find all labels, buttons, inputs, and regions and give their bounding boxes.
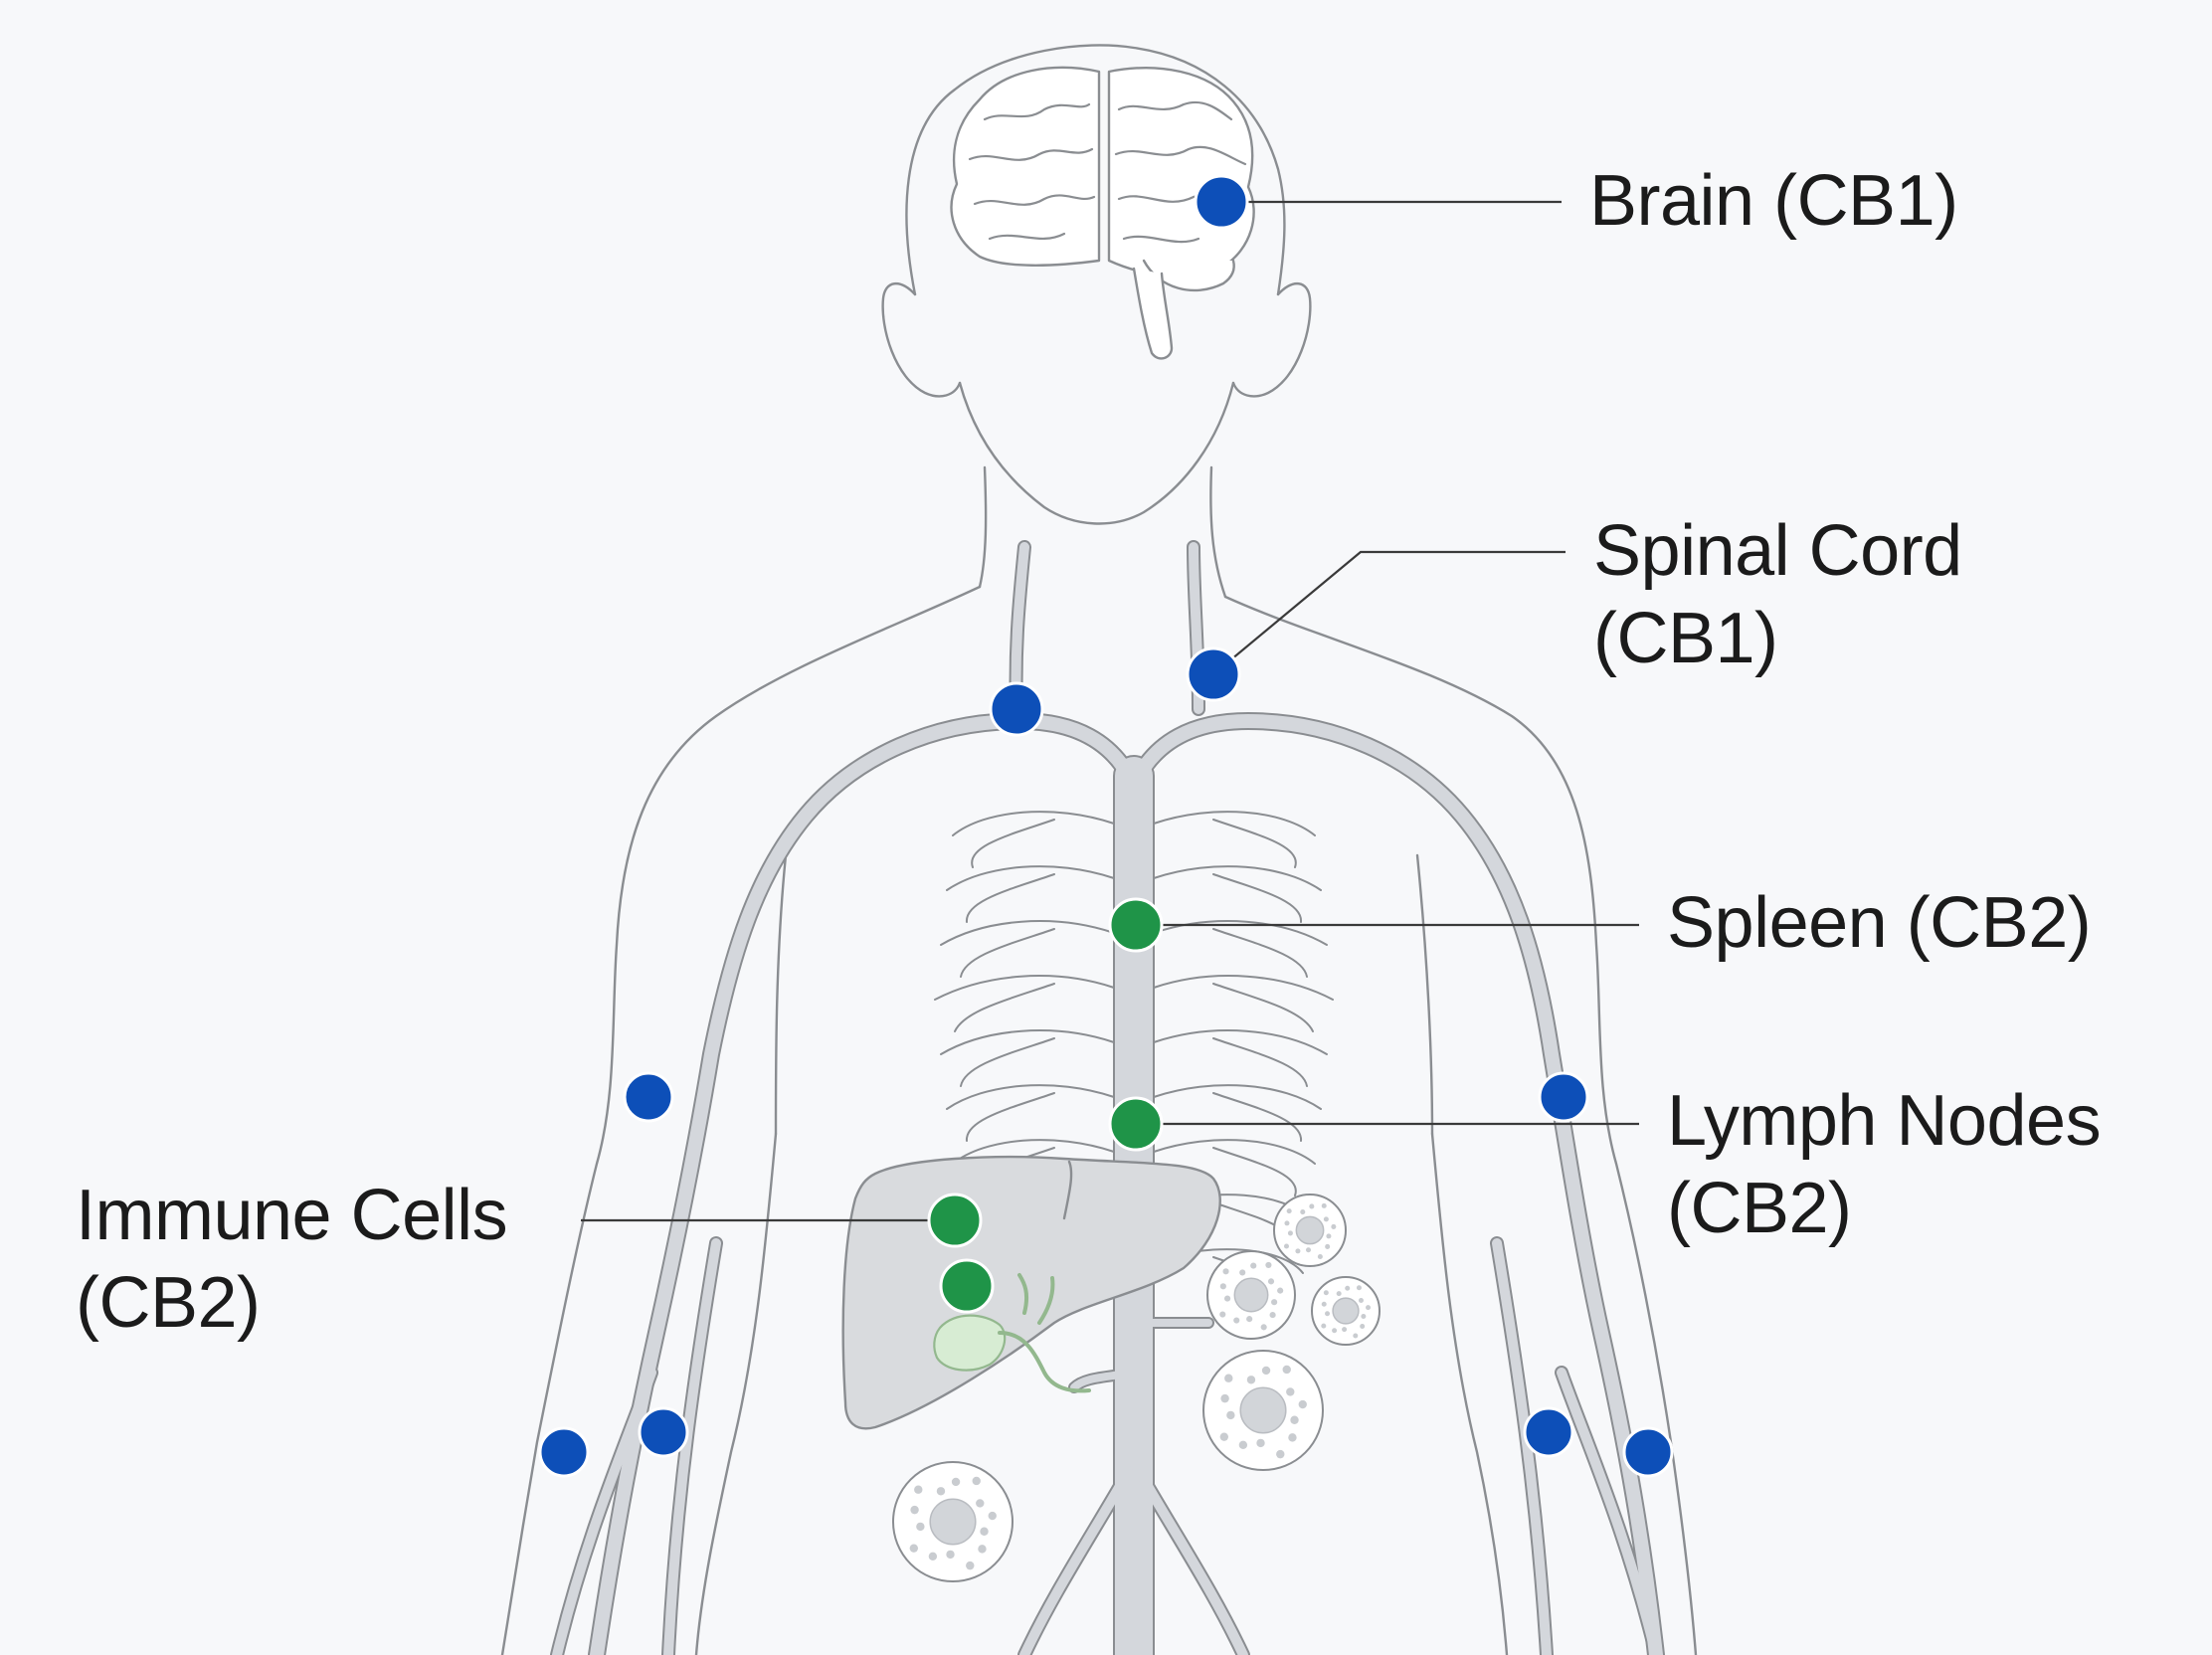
- brain-fold: [983, 102, 1091, 121]
- left-inner-arm: [694, 1132, 778, 1655]
- immune-cell: [892, 1461, 1014, 1582]
- leader-spinal-cord: [1212, 550, 1566, 675]
- neck-left: [978, 465, 988, 589]
- label-spinal-cord-line-2: (CB1): [1593, 599, 1778, 678]
- cb1-marker-brain: [1194, 174, 1249, 230]
- cb1-marker-right-forearm-outer: [1622, 1426, 1674, 1478]
- label-immune-cells: Immune Cells (CB2): [76, 1172, 508, 1347]
- neck-right: [1209, 465, 1227, 599]
- label-brain: Brain (CB1): [1589, 157, 1958, 245]
- label-spleen-line-1: Spleen (CB2): [1667, 883, 2092, 963]
- right-inner-arm: [1430, 1132, 1509, 1655]
- intercostal-nerve: [940, 1029, 1115, 1087]
- brain-right-hemisphere: [1107, 67, 1255, 278]
- label-spinal-cord: Spinal Cord (CB1): [1593, 507, 1962, 682]
- cb2-marker-spleen: [1108, 897, 1164, 953]
- immune-cell: [1273, 1194, 1347, 1267]
- face-outline: [958, 381, 1235, 525]
- receptor-markers: [538, 174, 1674, 1478]
- liver-lobe-divider: [1062, 1160, 1073, 1220]
- torso-left: [774, 853, 788, 1136]
- brain-fold: [1114, 145, 1247, 166]
- brain-stem: [1132, 267, 1174, 360]
- cb2-marker-immune-cells-1: [927, 1193, 983, 1248]
- intercostal-nerve: [1153, 865, 1322, 923]
- intercostal-nerve: [946, 865, 1115, 923]
- label-spleen: Spleen (CB2): [1667, 879, 2092, 967]
- immune-cells-group: [892, 1194, 1381, 1582]
- nerve-branch: [552, 1368, 656, 1655]
- cb1-marker-left-upper-arm: [623, 1071, 674, 1123]
- nerve-branch: [1070, 1369, 1138, 1391]
- brain-left-hemisphere: [950, 66, 1101, 267]
- cb2-marker-immune-cells-2: [939, 1258, 995, 1314]
- nerve-branch: [1019, 1457, 1139, 1655]
- immune-cell: [1206, 1250, 1296, 1340]
- intercostal-nerve: [940, 920, 1115, 978]
- cb1-marker-left-forearm-outer: [538, 1426, 590, 1478]
- immune-cell: [1202, 1350, 1324, 1471]
- cb1-marker-right-forearm-inner: [1523, 1406, 1574, 1458]
- liver: [841, 1155, 1221, 1430]
- intercostal-nerve: [1153, 975, 1334, 1032]
- nerve-branch: [1129, 1457, 1248, 1655]
- brain-fold: [988, 232, 1066, 241]
- cb1-marker-right-upper-arm: [1538, 1071, 1589, 1123]
- leader-lines: [581, 200, 1639, 1222]
- cb1-marker-spinal-cord-right: [1186, 646, 1241, 702]
- brain-fold: [968, 147, 1094, 161]
- label-spinal-cord-line-1: Spinal Cord: [1593, 511, 1962, 591]
- brain-fold: [973, 194, 1096, 206]
- cb1-marker-spinal-cord-left: [989, 681, 1044, 737]
- label-lymph-nodes-line-1: Lymph Nodes: [1667, 1081, 2102, 1161]
- brain-fold: [1117, 100, 1233, 121]
- immune-cell: [1311, 1276, 1381, 1346]
- nerve-branch: [1127, 714, 1663, 1655]
- intercostal-nerve: [1153, 1029, 1328, 1087]
- left-shoulder-arm: [500, 585, 982, 1655]
- brain-fold: [1122, 235, 1200, 244]
- left-ear: [881, 282, 962, 398]
- head-outline: [905, 44, 1286, 296]
- bile-duct: [998, 1273, 1091, 1393]
- intercostal-nerve: [1153, 920, 1328, 978]
- gallbladder: [933, 1314, 1007, 1372]
- intercostal-nerve: [1153, 1139, 1316, 1196]
- cb2-marker-lymph-nodes: [1108, 1096, 1164, 1152]
- label-brain-line-1: Brain (CB1): [1589, 161, 1958, 241]
- intercostal-nerve: [934, 975, 1115, 1032]
- intercostal-nerve: [1153, 811, 1316, 868]
- label-lymph-nodes: Lymph Nodes (CB2): [1667, 1077, 2102, 1252]
- label-immune-cells-line-1: Immune Cells: [76, 1176, 508, 1255]
- nerve-branch: [1557, 1368, 1661, 1655]
- cb1-marker-left-forearm-inner: [638, 1406, 689, 1458]
- label-lymph-nodes-line-2: (CB2): [1667, 1169, 1852, 1248]
- liver-group: [841, 1155, 1221, 1430]
- right-ear: [1231, 282, 1312, 398]
- intercostal-nerve: [952, 811, 1115, 868]
- label-immune-cells-line-2: (CB2): [76, 1263, 261, 1343]
- intercostal-nerve: [1153, 1084, 1322, 1142]
- intercostal-nerve: [946, 1084, 1115, 1142]
- torso-right: [1415, 853, 1434, 1136]
